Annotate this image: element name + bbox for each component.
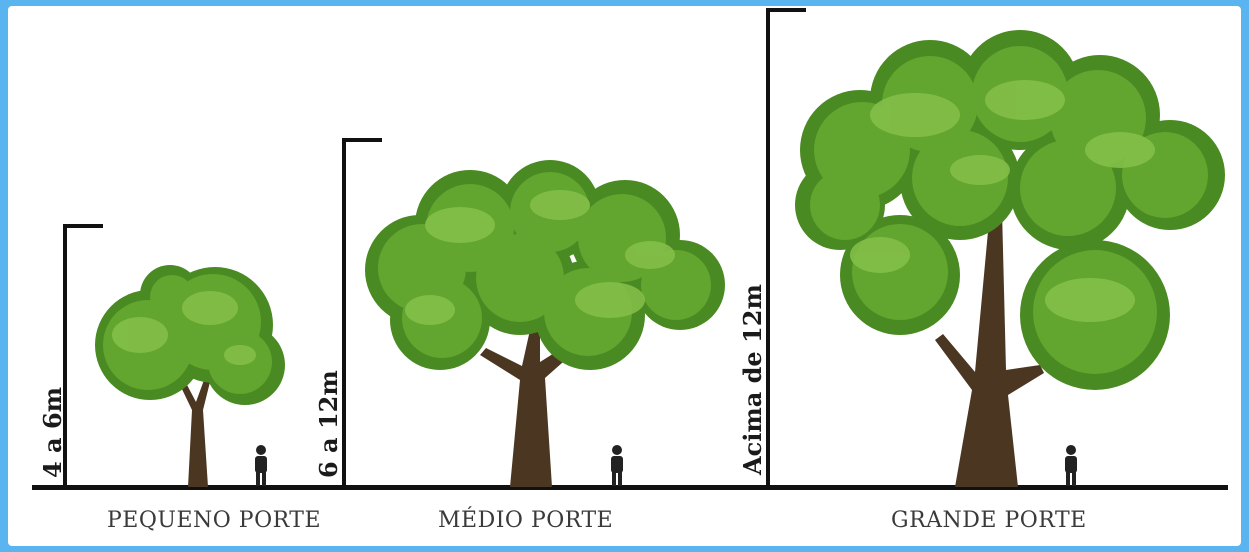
tree-large xyxy=(795,30,1225,487)
person-silhouette-large xyxy=(1065,445,1077,486)
category-label-small: PEQUENO PORTE xyxy=(107,508,322,533)
height-label-small: 4 a 6m xyxy=(38,386,67,478)
ground-line xyxy=(32,485,1228,490)
person-silhouette-small xyxy=(255,445,267,486)
height-bracket-large xyxy=(766,8,806,487)
height-bracket-medium xyxy=(342,138,382,487)
height-bracket-small xyxy=(63,224,103,487)
tree-small xyxy=(95,265,285,487)
height-label-medium: 6 a 12m xyxy=(314,370,343,478)
category-label-medium: MÉDIO PORTE xyxy=(438,508,614,533)
tree-medium xyxy=(365,160,725,487)
category-label-large: GRANDE PORTE xyxy=(891,508,1087,533)
person-silhouette-medium xyxy=(611,445,623,486)
height-label-large: Acima de 12m xyxy=(738,284,767,475)
